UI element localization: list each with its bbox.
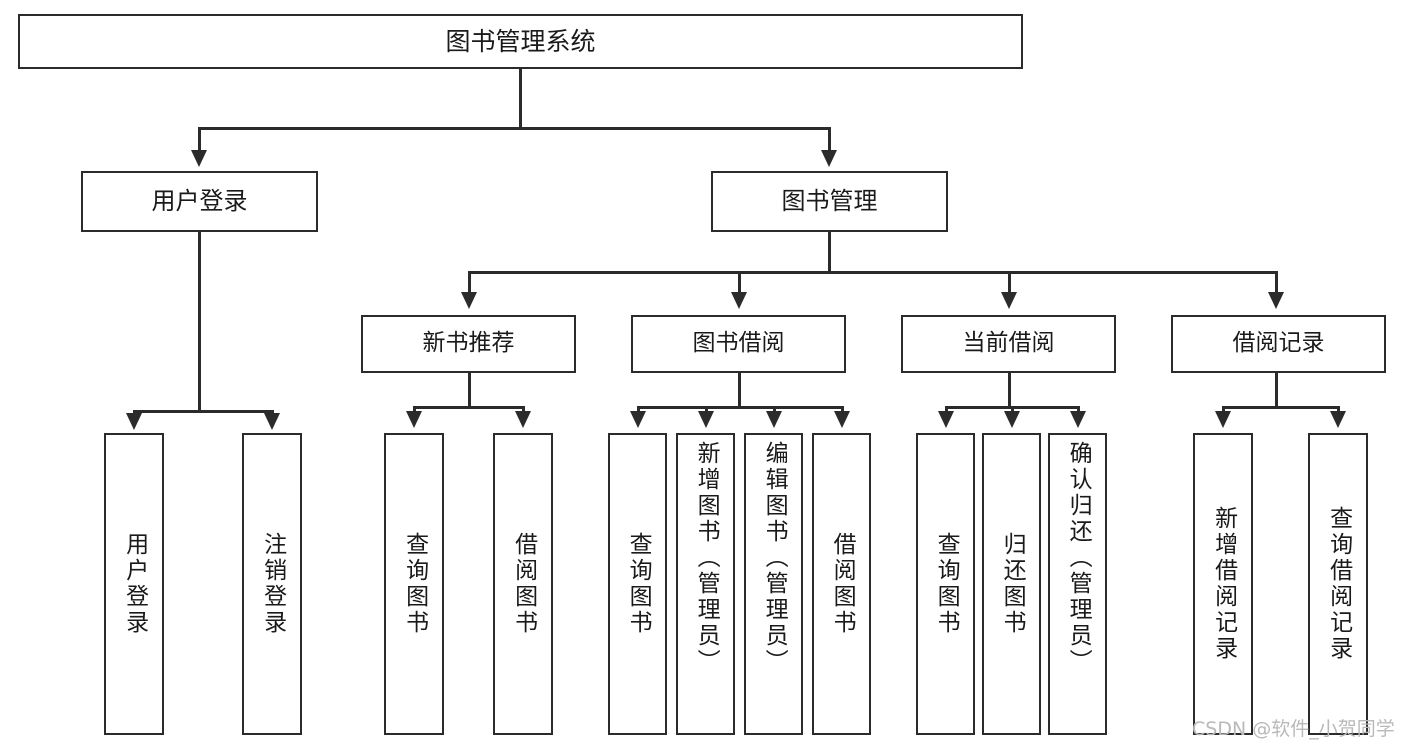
connector-borrow-records-stem [1275, 373, 1278, 408]
arrowhead-br-2 [1330, 411, 1346, 428]
leaf-return-book[interactable]: 归还图书 [982, 433, 1041, 735]
leaf-query-book-nb[interactable]: 查询图书 [384, 433, 444, 735]
node-label: 新增借阅记录 [1210, 506, 1237, 662]
connector-drop-new-book [468, 271, 471, 293]
node-label: 查询借阅记录 [1325, 506, 1352, 662]
node-label: 图书借阅 [692, 330, 785, 357]
leaf-query-borrow-record[interactable]: 查询借阅记录 [1308, 433, 1368, 735]
arrowhead-current-borrow [1001, 292, 1017, 309]
node-label: 归还图书 [999, 532, 1026, 636]
arrowhead-cb-2 [1004, 411, 1020, 428]
node-current-borrow[interactable]: 当前借阅 [901, 315, 1116, 373]
leaf-confirm-return-admin[interactable]: 确认归还（管理员） [1048, 433, 1107, 735]
arrowhead-login-leaf [126, 413, 142, 430]
node-label: 用户登录 [151, 187, 248, 216]
node-label: 当前借阅 [962, 330, 1055, 357]
arrowhead-cb-3 [1070, 411, 1086, 428]
arrowhead-borrow-records [1268, 292, 1284, 309]
connector-level3-bus [468, 271, 1277, 274]
node-label: 确认归还（管理员） [1065, 441, 1092, 675]
connector-level2-bus [198, 127, 831, 130]
node-book-management[interactable]: 图书管理 [711, 171, 948, 232]
connector-user-login-stem [198, 232, 201, 412]
node-label: 图书管理系统 [445, 26, 596, 56]
node-label: 借阅图书 [510, 532, 537, 636]
connector-book-manage-stem [828, 232, 831, 274]
arrowhead-cb-1 [938, 411, 954, 428]
connector-new-book-stem [468, 373, 471, 408]
connector-book-borrow-stem [738, 373, 741, 408]
connector-new-book-bus [413, 406, 523, 409]
csdn-watermark: CSDN @软件_小贺同学 [1192, 718, 1395, 740]
arrowhead-user-login [191, 150, 207, 167]
connector-borrow-records-bus [1222, 406, 1338, 409]
leaf-add-borrow-record[interactable]: 新增借阅记录 [1193, 433, 1253, 735]
connector-drop-book-borrow [738, 271, 741, 293]
node-borrow-records[interactable]: 借阅记录 [1171, 315, 1386, 373]
connector-root-stem [519, 69, 522, 129]
arrowhead-bb-3 [766, 411, 782, 428]
node-label: 用户登录 [121, 532, 148, 636]
node-label: 借阅记录 [1232, 330, 1325, 357]
leaf-borrow-book-nb[interactable]: 借阅图书 [493, 433, 553, 735]
leaf-query-book-cb[interactable]: 查询图书 [916, 433, 975, 735]
arrowhead-nb-1 [406, 411, 422, 428]
connector-book-borrow-bus [637, 406, 842, 409]
arrowhead-nb-2 [515, 411, 531, 428]
leaf-add-book-admin[interactable]: 新增图书（管理员） [676, 433, 735, 735]
connector-drop-current-borrow [1008, 271, 1011, 293]
leaf-logout[interactable]: 注销登录 [242, 433, 302, 735]
node-new-book-recommend[interactable]: 新书推荐 [361, 315, 576, 373]
arrowhead-book-manage [821, 150, 837, 167]
leaf-borrow-book-bb[interactable]: 借阅图书 [812, 433, 871, 735]
connector-drop-user-login [198, 127, 201, 152]
leaf-query-book-bb[interactable]: 查询图书 [608, 433, 667, 735]
node-label: 借阅图书 [829, 532, 856, 636]
node-label: 新书推荐 [422, 330, 515, 357]
connector-drop-borrow-records [1275, 271, 1278, 293]
arrowhead-bb-1 [630, 411, 646, 428]
node-label: 新增图书（管理员） [693, 441, 720, 675]
connector-user-login-bus [133, 410, 272, 413]
connector-current-borrow-stem [1008, 373, 1011, 408]
connector-drop-book-manage [828, 127, 831, 152]
leaf-edit-book-admin[interactable]: 编辑图书（管理员） [744, 433, 803, 735]
node-label: 图书管理 [781, 187, 878, 216]
arrowhead-bb-4 [834, 411, 850, 428]
arrowhead-book-borrow [731, 292, 747, 309]
node-book-borrow[interactable]: 图书借阅 [631, 315, 846, 373]
node-label: 编辑图书（管理员） [761, 441, 788, 675]
node-label: 查询图书 [401, 532, 428, 636]
node-label: 查询图书 [933, 532, 960, 636]
node-root-system[interactable]: 图书管理系统 [18, 14, 1023, 69]
arrowhead-br-1 [1215, 411, 1231, 428]
arrowhead-bb-2 [698, 411, 714, 428]
leaf-user-login[interactable]: 用户登录 [104, 433, 164, 735]
node-label: 查询图书 [625, 532, 652, 636]
node-user-login[interactable]: 用户登录 [81, 171, 318, 232]
node-label: 注销登录 [259, 532, 286, 636]
arrowhead-new-book [461, 292, 477, 309]
arrowhead-logout-leaf [264, 413, 280, 430]
